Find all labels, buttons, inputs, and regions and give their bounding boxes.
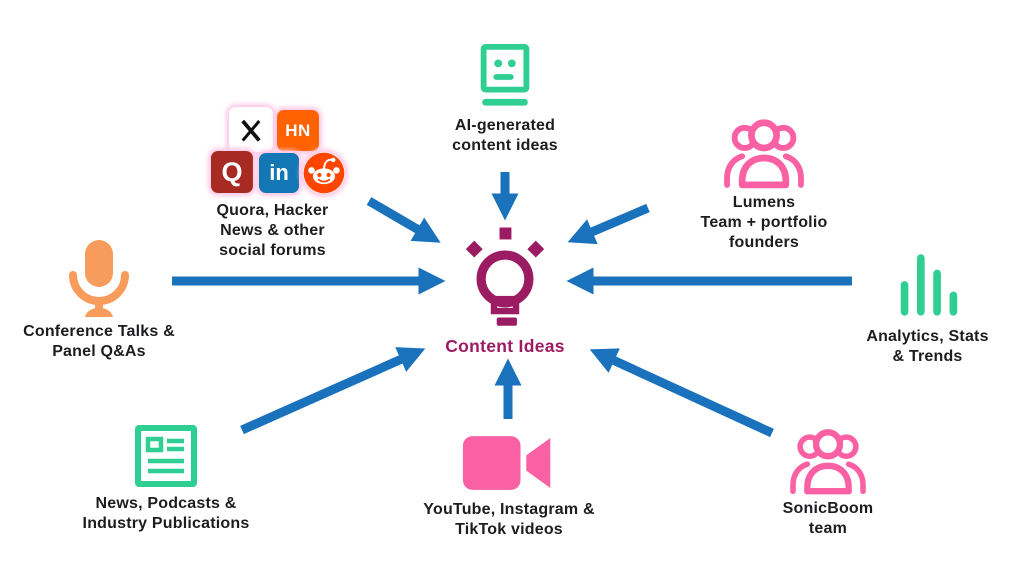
node-content-ideas: Content Ideas [425,222,585,357]
news-label: News, Podcasts & Industry Publications [82,495,250,532]
x-twitter-icon [229,107,273,152]
robot-icon [480,43,530,106]
arrow-news-to-center [240,347,426,435]
node-lumens: Lumens Team + portfolio founders [680,116,848,252]
bar-chart-icon [900,254,957,316]
newspaper-icon [135,425,197,487]
ai-label: AI-generated content ideas [452,117,558,154]
team-people-icon [790,429,866,495]
analytics-label: Analytics, Stats & Trends [866,328,989,365]
node-analytics: Analytics, Stats & Trends [850,248,1005,367]
node-sonicboom: SonicBoom team [768,426,888,539]
hn-letters: HN [285,121,311,140]
quora-icon: Q [211,151,253,193]
reddit-icon [303,152,345,194]
video-camera-icon [462,436,551,490]
arrow-sonicboom-to-center [589,348,774,438]
node-news: News, Podcasts & Industry Publications [66,424,266,534]
videos-label: YouTube, Instagram & TikTok videos [423,501,595,538]
sonicboom-label: SonicBoom team [782,500,874,537]
social-icons-cluster: HN Q in [185,105,360,197]
arrow-social-to-center [366,197,441,243]
content-ideas-label: Content Ideas [445,336,565,356]
arrow-lumens-to-center [567,203,650,245]
node-videos: YouTube, Instagram & TikTok videos [398,432,620,540]
linkedin-icon: in [259,153,299,193]
team-people-icon [724,119,804,189]
hacker-news-icon: HN [277,110,319,151]
social-forums-label: Quora, Hacker News & other social forums [216,202,329,259]
lumens-label: Lumens Team + portfolio founders [700,194,828,251]
conference-label: Conference Talks & Panel Q&As [23,323,175,360]
microphone-icon [69,240,129,317]
node-social-forums: HN Q in Q [185,105,360,260]
linkedin-letters: in [269,160,289,185]
lightbulb-icon [465,227,545,326]
node-ai: AI-generated content ideas [420,42,590,156]
node-conference: Conference Talks & Panel Q&As [5,238,193,362]
quora-letter: Q [221,156,243,187]
